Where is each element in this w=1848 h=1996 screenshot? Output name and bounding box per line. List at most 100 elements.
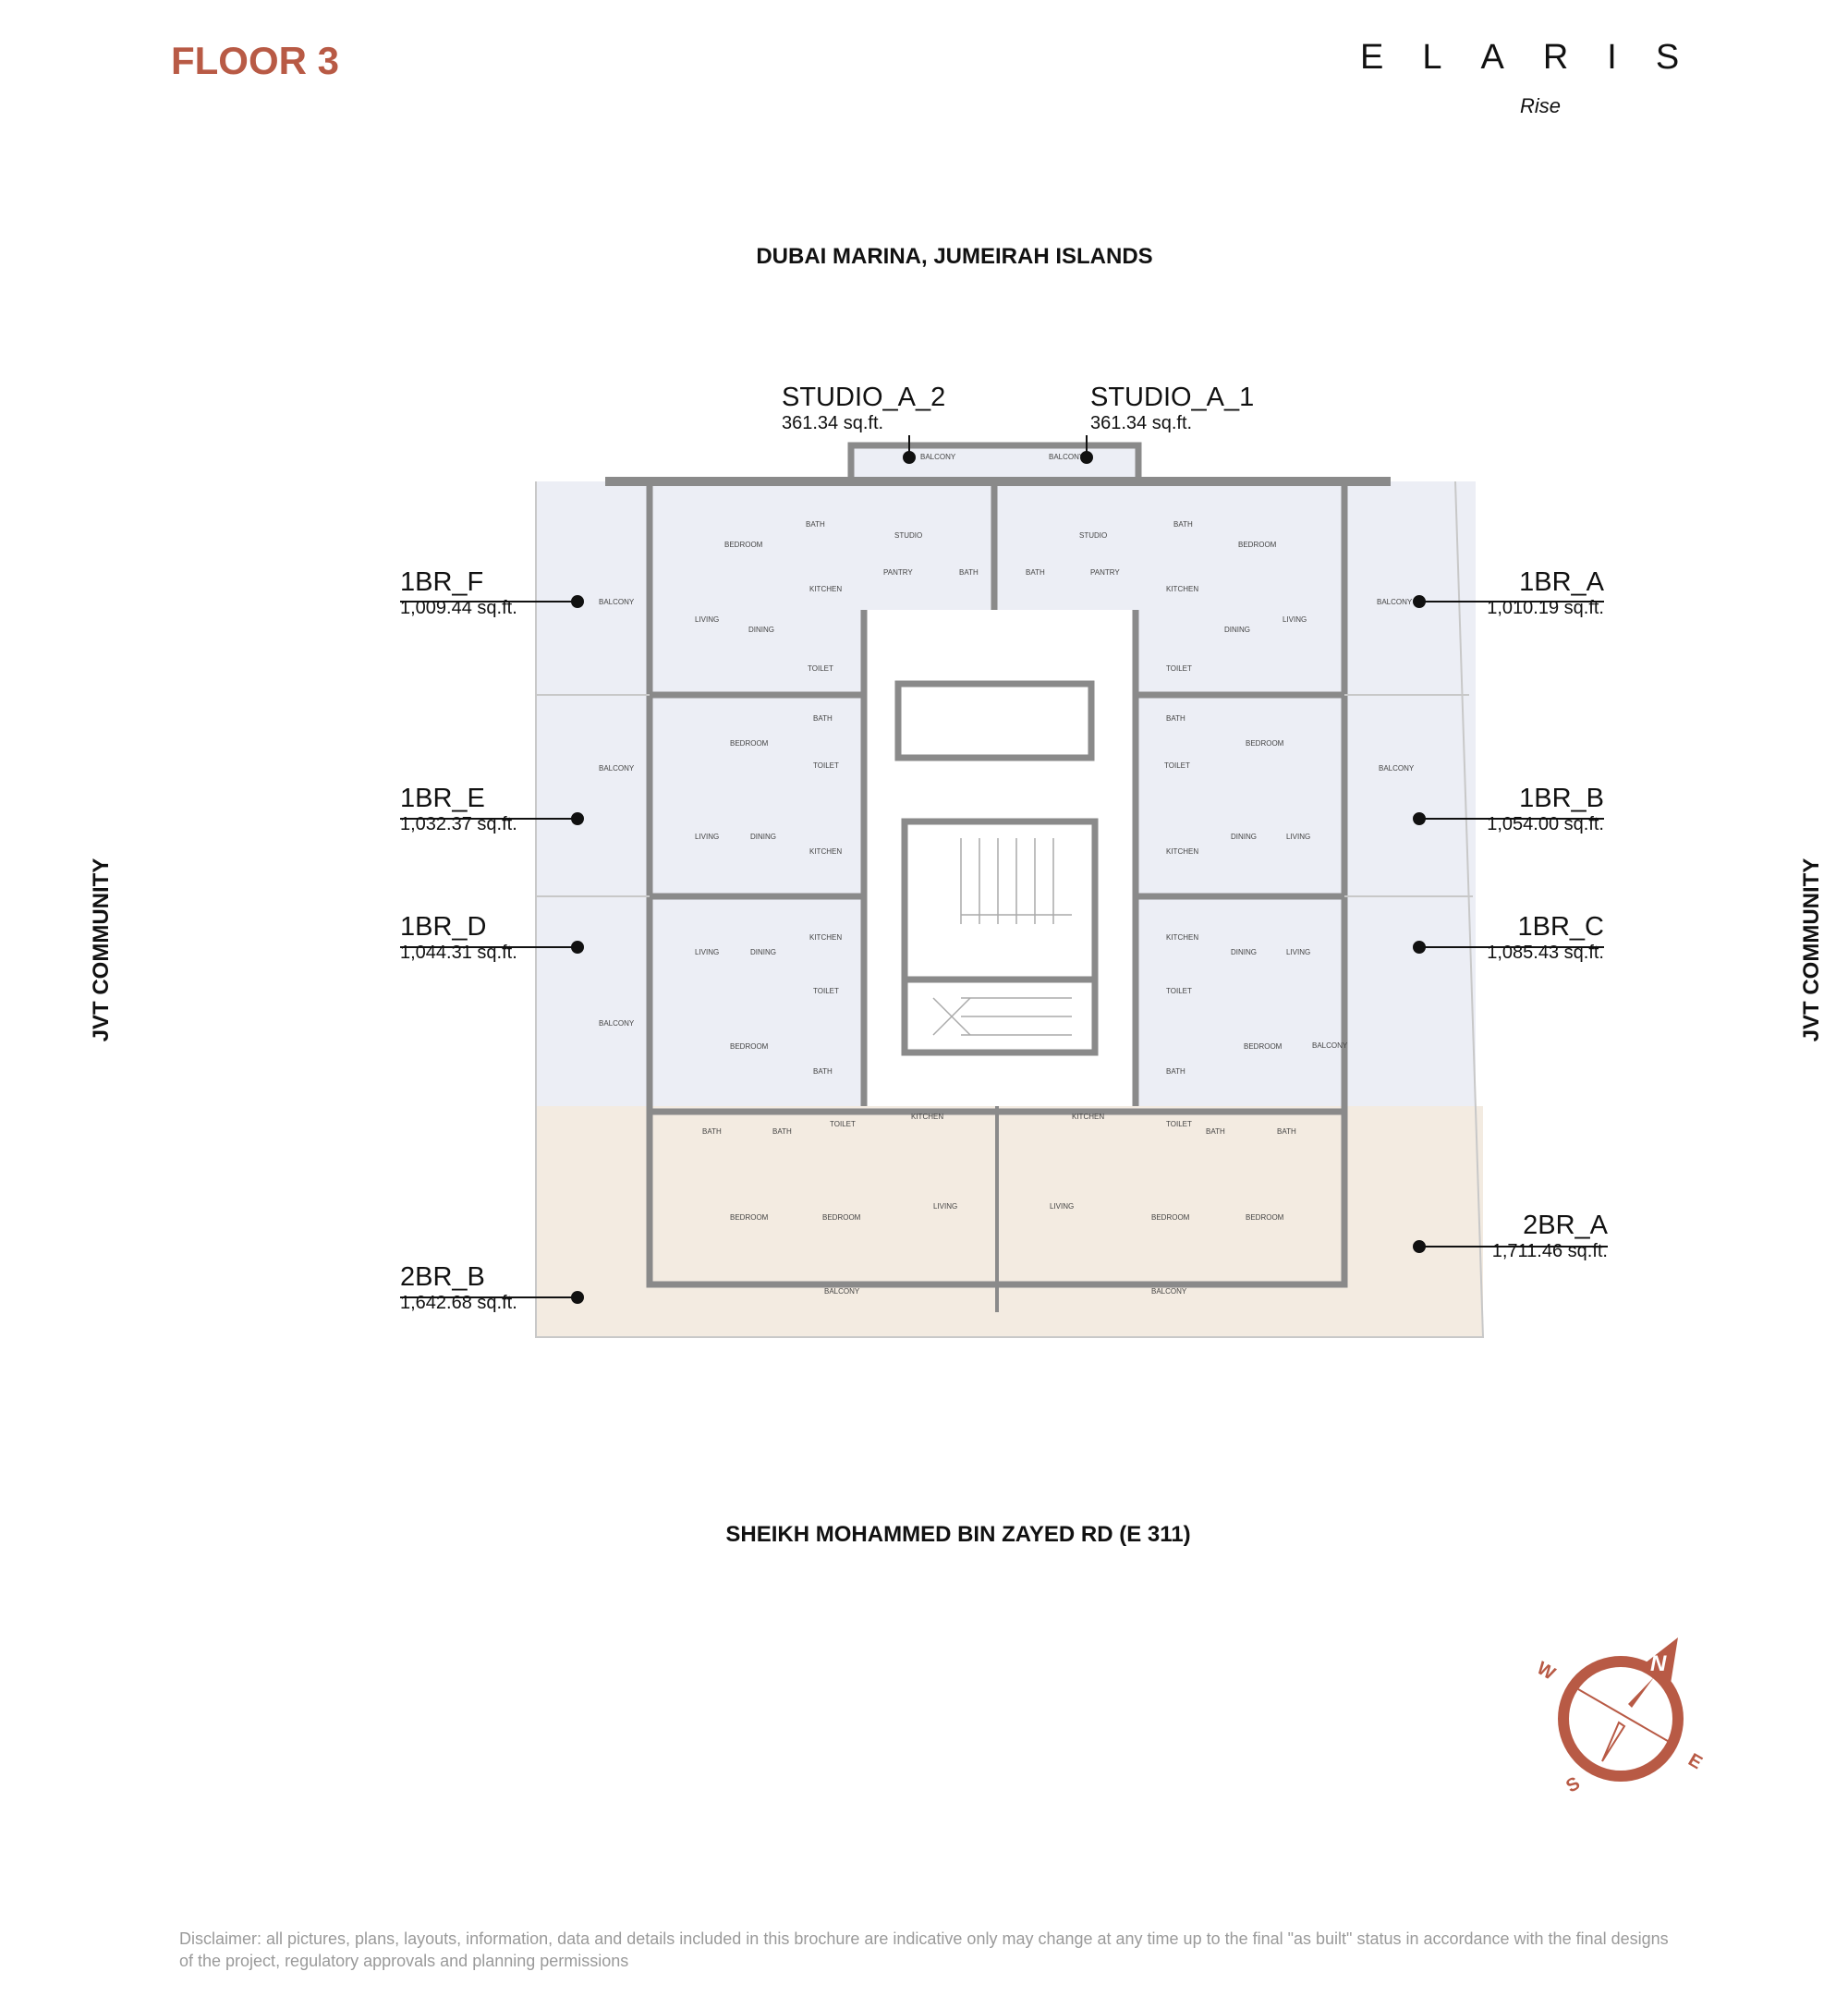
compass: N W E S: [1533, 1637, 1706, 1797]
compass-s: S: [1562, 1773, 1584, 1797]
unit-label-1br-c: 1BR_C 1,085.43 sq.ft.: [1487, 912, 1604, 964]
leader-dot: [1413, 812, 1426, 825]
room-label-toilet: TOILET: [1166, 664, 1192, 673]
room-label-bath: BATH: [1206, 1127, 1225, 1136]
room-label-balcony: BALCONY: [1049, 453, 1085, 461]
room-label-bedroom: BEDROOM: [730, 1042, 769, 1051]
room-label-bedroom: BEDROOM: [1246, 1213, 1284, 1222]
unit-area: 361.34 sq.ft.: [782, 413, 884, 433]
unit-label-1br-a: 1BR_A 1,010.19 sq.ft.: [1487, 567, 1604, 619]
leader-dot: [903, 451, 916, 464]
room-label-dining: DINING: [1231, 833, 1257, 841]
room-label-bath: BATH: [772, 1127, 792, 1136]
brand-name: ELARIS: [1360, 38, 1718, 77]
unit-zones: [536, 443, 1483, 1337]
leader-dot: [1413, 1240, 1426, 1253]
room-label-kitchen: KITCHEN: [809, 933, 842, 942]
room-label-bath: BATH: [1173, 520, 1193, 529]
room-label-balcony: BALCONY: [1151, 1287, 1187, 1296]
unit-label-1br-d: 1BR_D 1,044.31 sq.ft.: [400, 912, 517, 964]
unit-name: 2BR_A: [1523, 1211, 1608, 1240]
room-label-bedroom: BEDROOM: [730, 1213, 769, 1222]
unit-name: STUDIO_A_1: [1090, 383, 1255, 412]
leader-dot: [1413, 941, 1426, 954]
room-label-balcony: BALCONY: [824, 1287, 860, 1296]
room-label-bedroom: BEDROOM: [1244, 1042, 1283, 1051]
room-label-bedroom: BEDROOM: [724, 541, 763, 549]
room-label-bath: BATH: [959, 568, 979, 577]
unit-name: 1BR_C: [1517, 912, 1605, 942]
room-label-living: LIVING: [695, 833, 719, 841]
floor-title: FLOOR 3: [171, 39, 340, 82]
unit-label-1br-b: 1BR_B 1,054.00 sq.ft.: [1487, 784, 1604, 835]
unit-area: 1,711.46 sq.ft.: [1491, 1241, 1608, 1261]
unit-name: 2BR_B: [400, 1262, 485, 1292]
room-label-living: LIVING: [1286, 833, 1310, 841]
unit-area: 361.34 sq.ft.: [1090, 413, 1193, 433]
unit-area: 1,009.44 sq.ft.: [400, 598, 517, 618]
room-label-kitchen: KITCHEN: [809, 847, 842, 856]
room-label-bedroom: BEDROOM: [730, 739, 769, 748]
balcony-edges: [535, 481, 1485, 1338]
unit-area: 1,010.19 sq.ft.: [1487, 598, 1604, 618]
room-label-studio: STUDIO: [894, 531, 922, 540]
unit-name: 1BR_D: [400, 912, 487, 942]
room-label-toilet: TOILET: [830, 1120, 856, 1128]
unit-name: 1BR_F: [400, 567, 484, 597]
elaris-rise-logo: ELARIS Rise: [1360, 38, 1718, 117]
brand-sub: Rise: [1520, 94, 1561, 117]
room-label-kitchen: KITCHEN: [911, 1113, 943, 1121]
room-label-pantry: PANTRY: [883, 568, 913, 577]
leader-dot: [571, 941, 584, 954]
room-label-dining: DINING: [750, 948, 776, 956]
room-label-toilet: TOILET: [813, 987, 839, 995]
room-label-toilet: TOILET: [1166, 1120, 1192, 1128]
room-label-balcony: BALCONY: [599, 598, 635, 606]
room-label-living: LIVING: [1283, 615, 1307, 624]
leader-dot: [571, 595, 584, 608]
disclaimer: Disclaimer: all pictures, plans, layouts…: [179, 1929, 1669, 1970]
unit-label-2br-a: 2BR_A 1,711.46 sq.ft.: [1492, 1211, 1608, 1262]
unit-label-studio-a-2: STUDIO_A_2 361.34 sq.ft.: [782, 383, 945, 434]
room-label-bath: BATH: [1026, 568, 1045, 577]
unit-label-1br-e: 1BR_E 1,032.37 sq.ft.: [400, 784, 517, 835]
room-label-balcony: BALCONY: [920, 453, 956, 461]
room-label-kitchen: KITCHEN: [1166, 933, 1198, 942]
room-label-bath: BATH: [813, 1067, 833, 1076]
compass-e: E: [1684, 1749, 1706, 1773]
room-label-bath: BATH: [1277, 1127, 1296, 1136]
room-label-balcony: BALCONY: [1312, 1041, 1348, 1050]
room-label-balcony: BALCONY: [1379, 764, 1415, 773]
needle-north: [1628, 1677, 1654, 1708]
room-label-bath: BATH: [806, 520, 825, 529]
room-label-bath: BATH: [1166, 714, 1185, 723]
room-label-toilet: TOILET: [813, 761, 839, 770]
compass-ring: [1558, 1656, 1684, 1782]
room-label-balcony: BALCONY: [599, 1019, 635, 1028]
south-road-label: SHEIKH MOHAMMED BIN ZAYED RD (E 311): [725, 1522, 1191, 1547]
unit-label-2br-b: 2BR_B 1,642.68 sq.ft.: [400, 1262, 517, 1314]
unit-area: 1,085.43 sq.ft.: [1487, 943, 1604, 963]
compass-w: W: [1533, 1658, 1558, 1685]
room-label-studio: STUDIO: [1079, 531, 1107, 540]
room-label-kitchen: KITCHEN: [1166, 585, 1198, 593]
room-label-dining: DINING: [1231, 948, 1257, 956]
room-label-bath: BATH: [1166, 1067, 1185, 1076]
room-label-kitchen: KITCHEN: [1072, 1113, 1104, 1121]
unit-label-1br-f: 1BR_F 1,009.44 sq.ft.: [400, 567, 517, 619]
leader-dot: [1413, 595, 1426, 608]
core-stairs: [932, 838, 1072, 1036]
unit-name: 1BR_A: [1519, 567, 1604, 597]
room-label-bedroom: BEDROOM: [1246, 739, 1284, 748]
room-label-living: LIVING: [1286, 948, 1310, 956]
two-bedroom-zone: [536, 1106, 1483, 1337]
room-label-dining: DINING: [748, 626, 774, 634]
unit-name: 1BR_B: [1519, 784, 1604, 813]
leader-dot: [571, 812, 584, 825]
room-label-dining: DINING: [750, 833, 776, 841]
unit-name: STUDIO_A_2: [782, 383, 946, 412]
room-label-pantry: PANTRY: [1090, 568, 1120, 577]
room-label-living: LIVING: [1050, 1202, 1074, 1211]
unit-area: 1,044.31 sq.ft.: [400, 943, 517, 963]
leader-dot: [571, 1291, 584, 1304]
